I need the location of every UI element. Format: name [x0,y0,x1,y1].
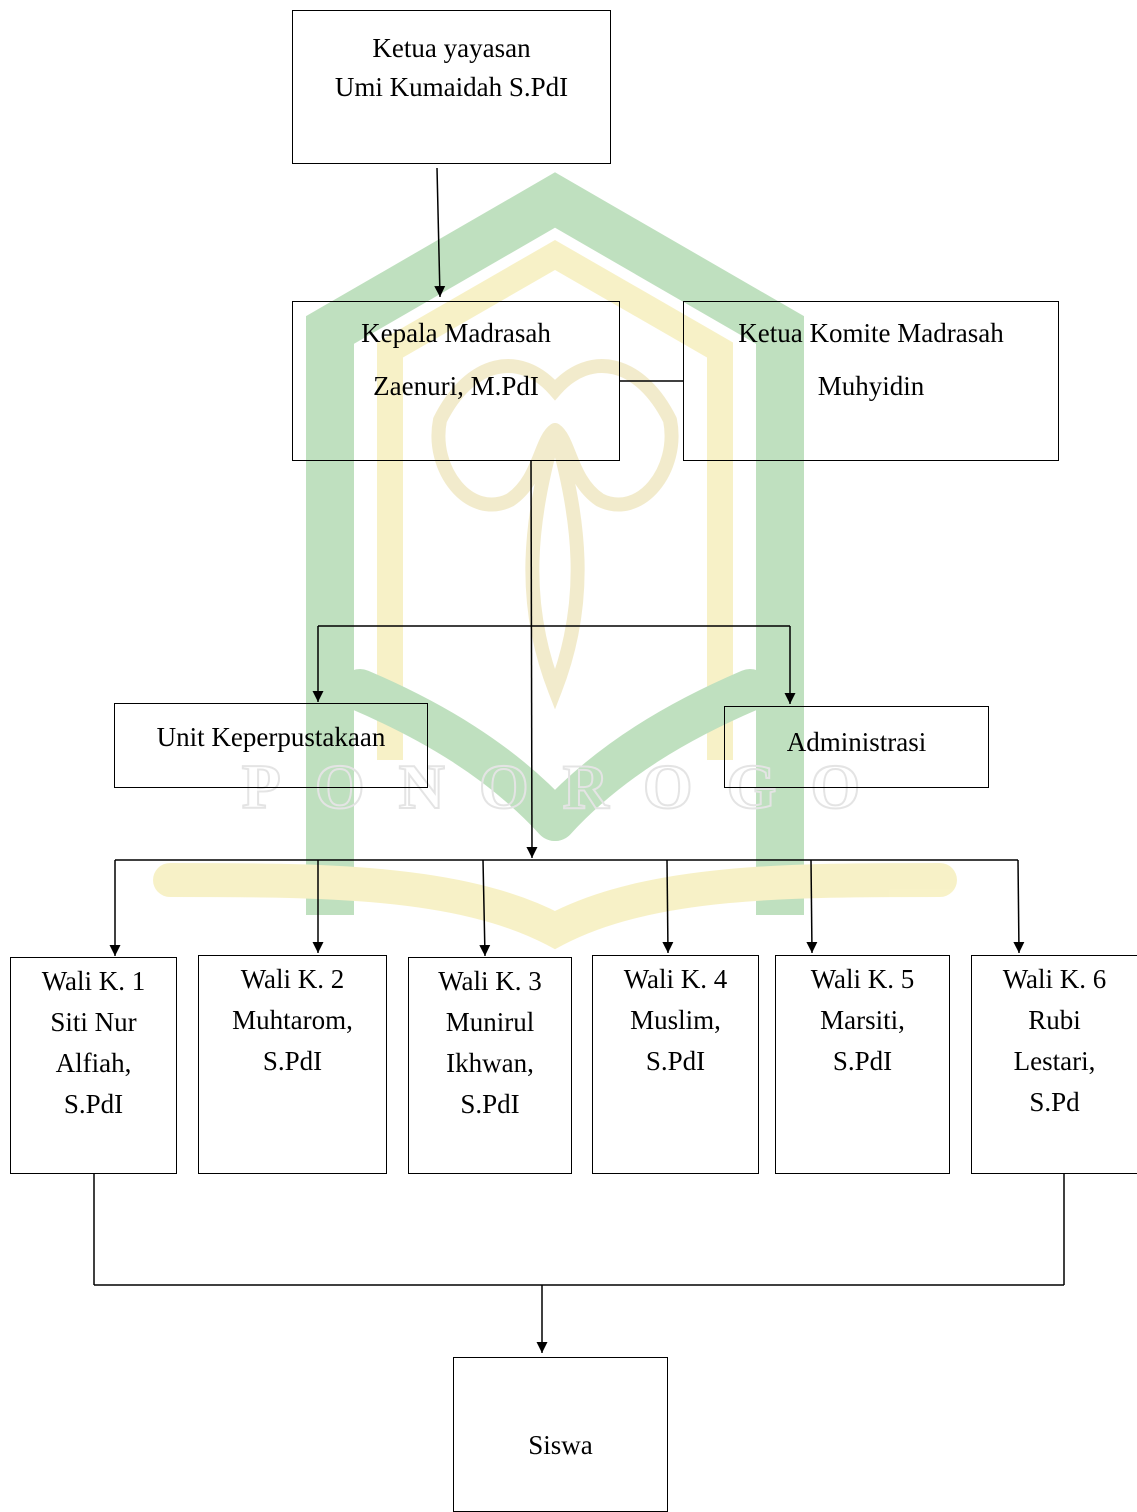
node-person-line: S.PdI [832,1046,893,1076]
node-title: Wali K. 3 [438,966,542,996]
node-person-line: S.Pd [1029,1087,1080,1117]
node-person-line: Ikhwan, [446,1048,534,1078]
node-wali-k6: Wali K. 6 Rubi Lestari, S.Pd [971,955,1137,1174]
node-wali-k5: Wali K. 5 Marsiti, S.PdI [775,955,950,1174]
node-title: Kepala Madrasah [361,318,551,348]
node-wali-k1: Wali K. 1 Siti Nur Alfiah, S.PdI [10,957,177,1174]
node-administrasi: Administrasi [724,706,989,788]
emblem-book-left [339,669,576,841]
node-person-line: S.PdI [262,1046,323,1076]
node-title: Wali K. 6 [1002,964,1107,994]
node-title: Unit Keperpustakaan [156,722,386,752]
emblem-ornament [431,359,679,710]
emblem-arch-inner [377,239,733,760]
node-person-line: Marsiti, [820,1005,905,1035]
node-person-line: Muslim, [630,1005,721,1035]
node-person-line: Munirul [445,1007,535,1037]
emblem-book-lower [153,863,957,950]
node-ketua-komite: Ketua Komite Madrasah Muhyidin [683,301,1059,461]
edge-to-wali-k3 [479,859,491,957]
node-title: Ketua Komite Madrasah [738,318,1004,348]
node-title: Administrasi [786,726,927,757]
node-title: Siswa [528,1430,593,1460]
node-title: Wali K. 4 [623,964,728,994]
node-kepala-madrasah: Kepala Madrasah Zaenuri, M.PdI [292,301,620,461]
node-title: Wali K. 2 [240,964,345,994]
node-person-line: S.PdI [63,1089,124,1119]
node-person-line: Alfiah, [55,1048,132,1078]
node-wali-k2: Wali K. 2 Muhtarom, S.PdI [198,955,387,1174]
node-person: Muhyidin [817,371,925,401]
node-title: Wali K. 1 [41,966,146,996]
node-person-line: S.PdI [645,1046,706,1076]
edge-to-wali-k6 [1013,859,1025,954]
node-wali-k3: Wali K. 3 Munirul Ikhwan, S.PdI [408,957,572,1174]
node-wali-k4: Wali K. 4 Muslim, S.PdI [592,955,759,1174]
edge-to-wali-k4 [662,859,674,954]
node-person: Umi Kumaidah S.PdI [334,72,569,102]
edge-kepala-trunk [526,459,538,859]
node-siswa: Siswa [453,1357,668,1512]
edge-yayasan-to-kepala [434,167,446,298]
node-title: Wali K. 5 [810,964,915,994]
node-person-line: Lestari, [1013,1046,1096,1076]
node-person-line: S.PdI [460,1089,520,1119]
node-unit-keperpustakaan: Unit Keperpustakaan [114,703,428,788]
emblem-arch-outer [306,172,804,915]
watermark-text: PONOROGO [242,751,894,822]
node-person-line: Siti Nur [50,1007,137,1037]
node-person-line: Muhtarom, [232,1005,353,1035]
node-person: Zaenuri, M.PdI [373,371,539,401]
node-person-line: Rubi [1028,1005,1081,1035]
emblem-book-right [534,669,771,841]
node-title: Ketua yayasan [372,33,531,63]
edge-to-wali-k5 [806,859,818,954]
node-ketua-yayasan: Ketua yayasan Umi Kumaidah S.PdI [292,10,611,164]
